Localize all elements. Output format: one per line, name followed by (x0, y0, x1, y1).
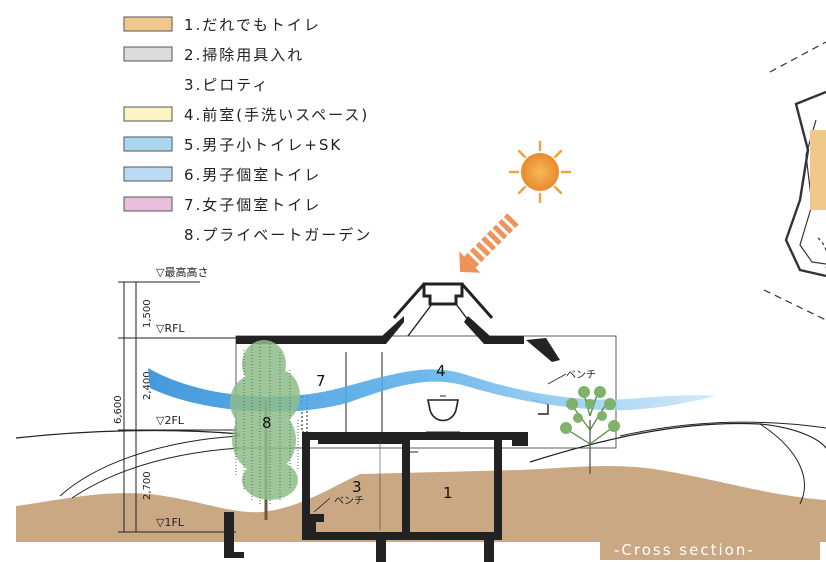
ground (15, 421, 826, 542)
legend: 1.だれでもトイレ 2.掃除用具入れ 3.ピロティ 4.前室(手洗いスペース) … (123, 16, 372, 244)
terrain-line-upper (15, 429, 241, 439)
lantern (422, 282, 464, 306)
retaining-wall (224, 512, 244, 558)
floor-1f (302, 532, 502, 540)
legend-item-8: 8.プライベートガーデン (184, 226, 372, 244)
foundation-left (376, 540, 386, 562)
room-3-number: 3 (352, 478, 362, 496)
tree-large (230, 340, 300, 520)
sink (427, 399, 459, 422)
plan-fragment (763, 41, 826, 321)
legend-swatch-4 (123, 106, 173, 122)
legend-item-6: 6.男子個室トイレ (184, 166, 321, 184)
room-7-number: 7 (316, 372, 326, 390)
terrain-curve-far (759, 423, 805, 505)
sunlight-arrow (459, 213, 519, 273)
ground-mass (16, 465, 826, 542)
legend-swatch-1 (123, 16, 173, 32)
dim-upper: 1,500 (142, 299, 153, 328)
roof-left (236, 316, 404, 344)
room-4-number: 4 (436, 362, 446, 380)
building-section (224, 282, 617, 562)
level-rfl: ▽RFL (156, 322, 185, 335)
level-2fl: ▽2FL (156, 414, 185, 427)
floor-2f (302, 432, 528, 446)
legend-item-3: 3.ピロティ (184, 76, 269, 94)
plan-door-arc (817, 237, 826, 268)
screen-lattice (301, 395, 308, 433)
canopy-right (526, 338, 560, 362)
foundation-right (484, 540, 494, 562)
legend-item-5: 5.男子小トイレ+SK (184, 136, 342, 154)
wall-toilet-right (494, 440, 502, 540)
roof-right (464, 316, 524, 344)
terrain-line-right2 (619, 421, 826, 437)
bench-lower (306, 514, 324, 532)
wall-left-lower (302, 440, 310, 540)
legend-item-2: 2.掃除用具入れ (184, 46, 304, 64)
path-curves (59, 435, 241, 499)
legend-item-4: 4.前室(手洗いスペース) (184, 106, 369, 124)
dim-lower: 2,700 (142, 471, 153, 500)
dim-total: 6,600 (113, 395, 124, 424)
bench-upper-label: ベンチ (566, 369, 596, 381)
bench-lower-label: ベンチ (334, 495, 364, 507)
plan-dashed-outline (763, 41, 826, 321)
legend-item-7: 7.女子個室トイレ (184, 196, 321, 214)
legend-swatch-6 (123, 166, 173, 182)
dim-middle: 2,400 (142, 371, 153, 400)
cross-section-caption: -Cross section- (614, 541, 755, 559)
room-1-number: 1 (443, 484, 453, 502)
terrain-line-right (529, 422, 826, 463)
tree-small (560, 386, 620, 474)
plan-wall (784, 90, 826, 278)
dimension-lines (118, 281, 236, 533)
legend-swatch-5 (123, 136, 173, 152)
wall-toilet-left (402, 440, 410, 540)
room-8-number: 8 (262, 414, 272, 432)
level-1fl: ▽1FL (156, 516, 185, 529)
legend-swatch-7 (123, 196, 173, 212)
level-max-height: ▽最高高さ (156, 265, 208, 279)
plan-toilet-fill (810, 130, 826, 210)
legend-swatch-2 (123, 46, 173, 62)
sun-icon (508, 140, 572, 204)
legend-item-1: 1.だれでもトイレ (184, 16, 321, 34)
caption-bg (600, 538, 820, 560)
plan-inner-wall (799, 119, 826, 265)
